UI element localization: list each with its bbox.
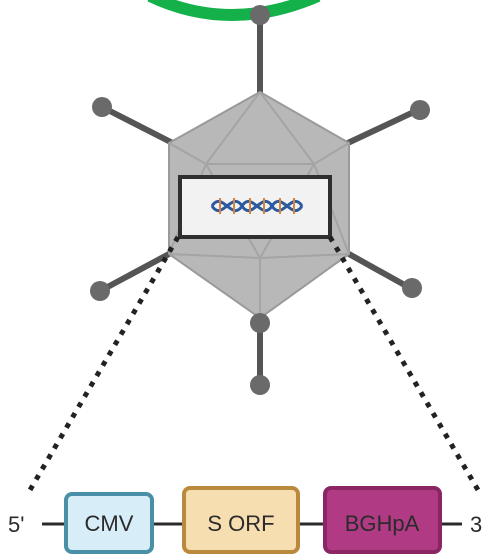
cassette-element-cmv: CMV — [64, 492, 154, 554]
knob-bottom-inner — [250, 313, 270, 333]
cassette-element-bghpa: BGHpA — [323, 486, 442, 554]
dna-helix-icon — [210, 198, 304, 214]
green-arc — [147, 0, 321, 21]
fiber-knobs — [90, 5, 430, 395]
genome-window — [178, 175, 332, 239]
three-prime-label: 3 — [470, 512, 482, 537]
knob-upper-left — [92, 97, 112, 117]
cassette-element-s-orf: S ORF — [182, 486, 300, 554]
knob-lower-right — [402, 278, 422, 298]
bghpa-label: BGHpA — [345, 511, 420, 536]
knob-lower-left — [90, 281, 110, 301]
s-orf-label: S ORF — [207, 511, 274, 536]
cmv-label: CMV — [85, 511, 134, 536]
knob-upper-right — [410, 100, 430, 120]
knob-top — [250, 5, 270, 25]
five-prime-label: 5' — [8, 512, 24, 537]
knob-bottom — [250, 375, 270, 395]
zoom-lines — [27, 235, 481, 492]
